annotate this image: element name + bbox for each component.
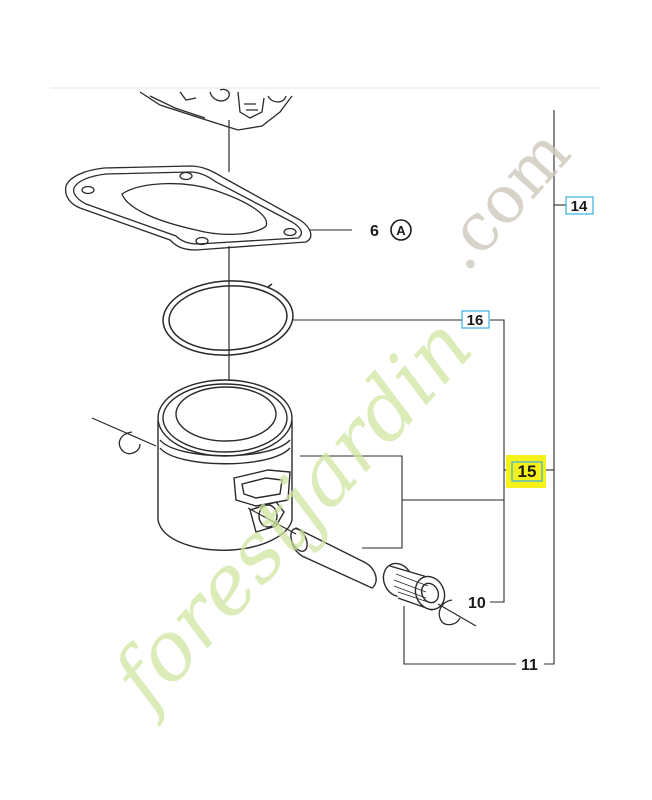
piston-ring-part-number: 16	[467, 312, 484, 329]
needle-bearing	[382, 562, 446, 611]
callout-leader-lines	[293, 110, 566, 665]
watermark-main-text: forestjardin	[90, 300, 491, 730]
watermark-domain-text: .com	[421, 114, 585, 285]
wrist-pin	[290, 527, 377, 589]
gasket-marker-circle	[390, 219, 412, 241]
retainer-part-number: 10	[468, 595, 486, 612]
pin-axis-line	[91, 417, 477, 627]
cylinder-kit-box	[565, 196, 594, 215]
gasket-part-number: 6	[370, 223, 379, 240]
piston-pin-retainers	[118, 431, 461, 626]
piston-kit-highlight	[506, 455, 546, 488]
gasket-marker-label: A	[396, 223, 406, 238]
cylinder-base-gasket	[64, 165, 312, 251]
ring-part-box	[461, 310, 490, 329]
piston-kit-part-number: 15	[518, 462, 537, 481]
bearing-part-number: 11	[521, 657, 538, 674]
piston-kit-box	[511, 461, 543, 482]
piston-ring	[162, 280, 294, 356]
cylinder-head-drawing	[139, 88, 293, 131]
cylinder-kit-part-number: 14	[571, 198, 588, 215]
piston	[157, 379, 293, 551]
